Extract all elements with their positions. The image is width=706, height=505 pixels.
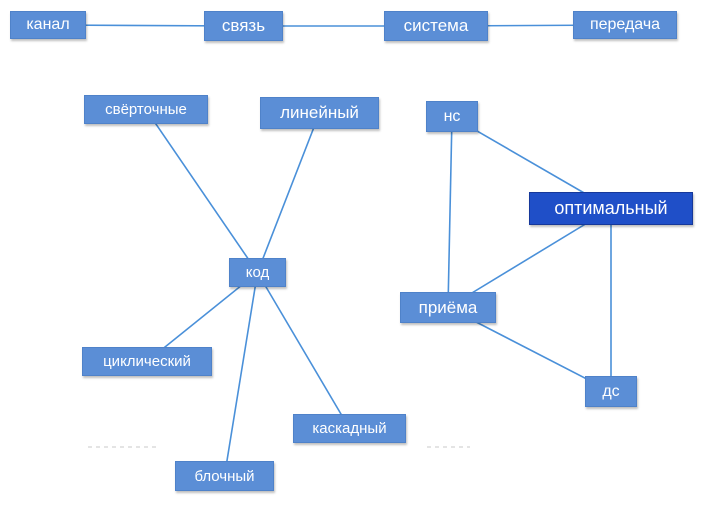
node-ns: нс <box>426 101 478 132</box>
link-lineynyy-kod <box>256 112 321 273</box>
node-tsiklicheskiy: циклический <box>82 347 212 376</box>
node-ds: дс <box>585 376 637 407</box>
link-kod-tsiklicheskiy <box>146 271 259 363</box>
node-priyoma: приёма <box>400 292 496 323</box>
node-kanal: канал <box>10 11 86 39</box>
node-kaskadnyy: каскадный <box>293 414 406 443</box>
node-optimalnyy: оптимальный <box>529 192 693 225</box>
link-kod-blochnyy <box>223 272 259 477</box>
link-svyortochnye-kod <box>145 109 259 273</box>
link-kod-kaskadnyy <box>256 272 351 429</box>
link-optimalnyy-priyoma <box>447 207 612 309</box>
node-peredacha: передача <box>573 11 677 39</box>
node-svyaz: связь <box>204 11 283 41</box>
node-kod: код <box>229 258 286 287</box>
node-sistema: система <box>384 11 488 41</box>
node-lineynyy: линейный <box>260 97 379 129</box>
node-blochnyy: блочный <box>175 461 274 491</box>
link-ns-priyoma <box>447 116 453 308</box>
node-svyortochnye: свёрточные <box>84 95 208 124</box>
